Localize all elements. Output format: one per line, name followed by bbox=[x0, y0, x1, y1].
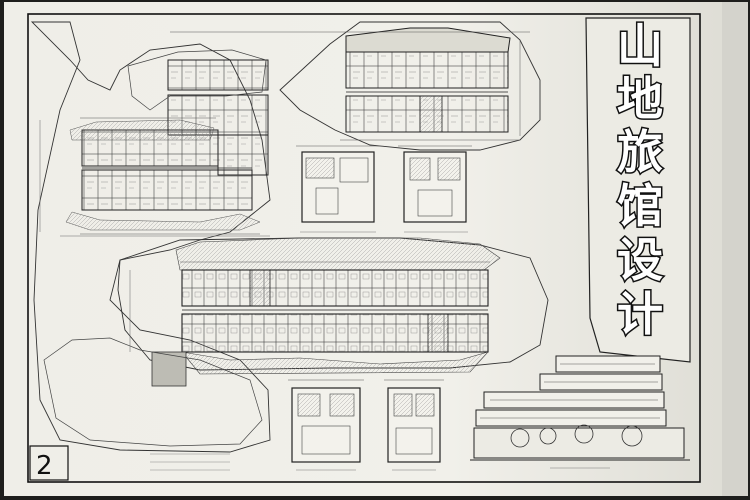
floor-plan-top-left bbox=[65, 49, 269, 235]
title-char: 计 bbox=[617, 287, 663, 341]
sheet-number-box bbox=[29, 445, 69, 481]
floor-plan-main bbox=[151, 237, 501, 387]
elevation-drawing bbox=[470, 355, 690, 469]
terrain-outline bbox=[30, 21, 271, 453]
unit-plan-lower bbox=[288, 379, 444, 471]
vertical-title: 山 地 旅 馆 设 计 bbox=[616, 18, 665, 343]
drawing-frame bbox=[27, 13, 701, 483]
sheet-number: 2 bbox=[36, 451, 53, 481]
title-char: 馆 bbox=[617, 179, 663, 233]
title-char: 设 bbox=[617, 233, 663, 287]
title-char: 地 bbox=[617, 72, 663, 126]
title-char: 山 bbox=[617, 19, 663, 73]
unit-plan-upper bbox=[296, 145, 472, 233]
terrain-outline bbox=[279, 21, 541, 151]
floor-plan-top-right bbox=[170, 27, 530, 141]
terrain-outline bbox=[43, 337, 263, 447]
title-char: 旅 bbox=[617, 125, 663, 179]
